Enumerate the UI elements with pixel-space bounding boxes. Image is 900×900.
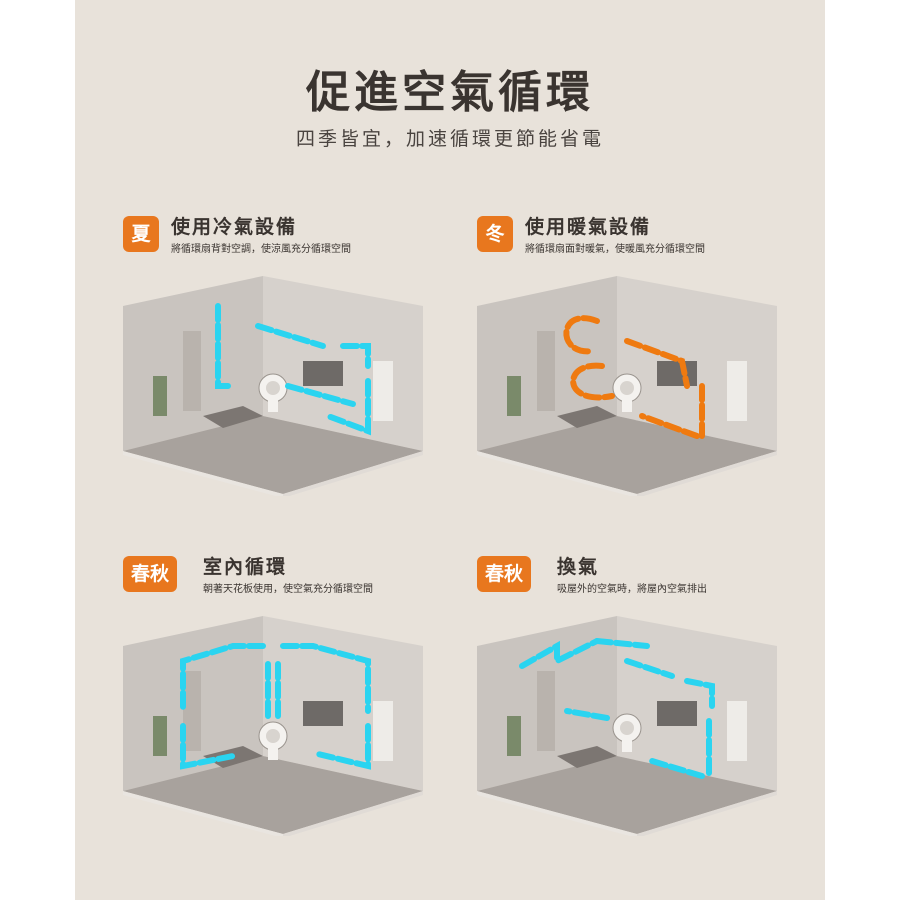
section-heading: 室內循環 <box>203 556 288 578</box>
infographic-canvas: 促進空氣循環 四季皆宜，加速循環更節能省電 夏 使用冷氣設備 將循環扇背對空調，… <box>75 0 825 900</box>
airflow-arrows <box>215 303 371 436</box>
season-badge-winter: 冬 <box>477 216 513 252</box>
section-heading: 使用冷氣設備 <box>171 216 298 238</box>
summer-section: 夏 使用冷氣設備 將循環扇背對空調，使涼風充分循環空間 <box>123 216 483 546</box>
room-illustration <box>123 276 423 496</box>
ventilation-section: 春秋 換氣 吸屋外的空氣時，將屋內空氣排出 <box>477 556 825 886</box>
section-heading: 使用暖氣設備 <box>525 216 652 238</box>
section-description: 將循環扇背對空調，使涼風充分循環空間 <box>171 244 351 255</box>
section-description: 將循環扇面對暖氣，使暖風充分循環空間 <box>525 244 705 255</box>
section-description: 吸屋外的空氣時，將屋內空氣排出 <box>557 584 707 595</box>
fan-icon <box>612 713 642 752</box>
indoor-circulation-section: 春秋 室內循環 朝著天花板使用，使空氣充分循環空間 <box>123 556 483 886</box>
room-shell <box>123 616 423 836</box>
season-badge-spring-autumn: 春秋 <box>477 556 532 592</box>
airflow-arrows <box>180 643 371 770</box>
page-subtitle: 四季皆宜，加速循環更節能省電 <box>295 128 604 150</box>
section-heading: 換氣 <box>557 556 600 578</box>
season-badge-summer: 夏 <box>123 216 159 252</box>
season-badge-spring-autumn: 春秋 <box>123 556 178 592</box>
airflow-arrows <box>519 638 715 779</box>
room-illustration <box>123 616 423 836</box>
airflow-arrows <box>563 315 705 439</box>
room-shell <box>123 276 423 496</box>
section-description: 朝著天花板使用，使空氣充分循環空間 <box>203 584 373 595</box>
fan-icon <box>612 373 642 412</box>
fan-icon <box>258 721 288 760</box>
room-illustration <box>477 616 777 836</box>
winter-section: 冬 使用暖氣設備 將循環扇面對暖氣，使暖風充分循環空間 <box>477 216 825 546</box>
page-title: 促進空氣循環 <box>306 67 594 118</box>
room-illustration <box>477 276 777 496</box>
